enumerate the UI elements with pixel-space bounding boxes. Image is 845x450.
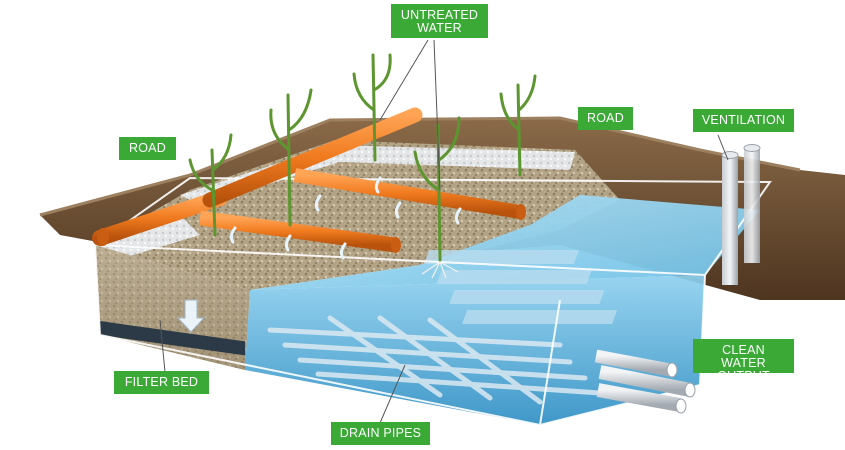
label-untreated-water: UNTREATED WATER	[391, 4, 488, 38]
ventilation-pipes	[721, 144, 761, 285]
orange-pipes	[92, 107, 526, 253]
callout-lines	[159, 39, 729, 424]
label-road-left: ROAD	[119, 137, 176, 160]
output-pipes	[594, 349, 696, 414]
label-drain-pipes: DRAIN PIPES	[331, 422, 430, 445]
spray-arrows	[229, 176, 462, 260]
white-gravel-strip	[180, 145, 575, 205]
soil-top-edge	[39, 116, 801, 217]
plant-roots	[421, 261, 459, 279]
label-ventilation: VENTILATION	[693, 109, 794, 132]
water-surface	[250, 195, 760, 290]
filter-bed-base	[100, 321, 245, 356]
label-clean-water-output: CLEAN WATER OUTPUT	[693, 339, 794, 383]
drain-pipe-grid	[267, 315, 603, 405]
perforated-panels	[423, 250, 618, 324]
white-gravel-front	[95, 215, 200, 262]
label-filter-bed: FILTER BED	[114, 371, 209, 394]
flow-down-arrow	[176, 299, 206, 333]
label-road-right: ROAD	[578, 107, 633, 130]
